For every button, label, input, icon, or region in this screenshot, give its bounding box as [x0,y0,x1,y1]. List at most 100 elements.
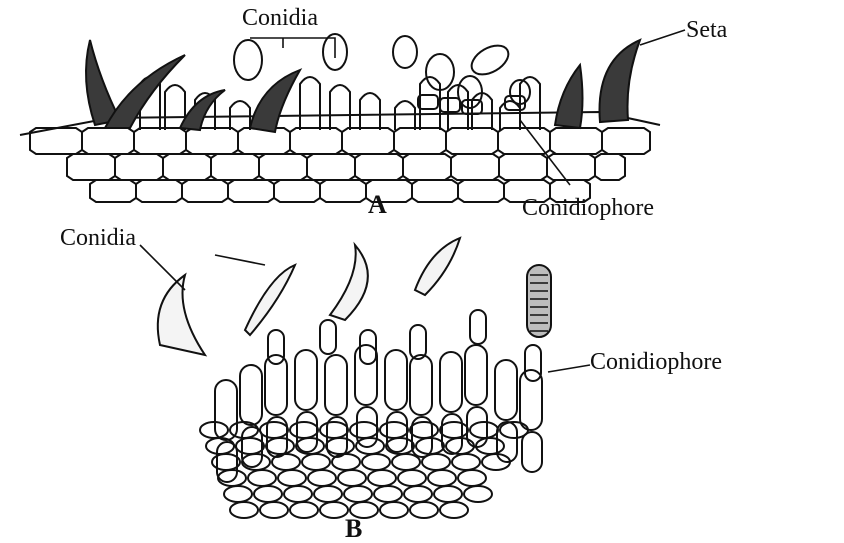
basal-cell [248,470,276,486]
basal-cell [464,486,492,502]
basal-cell [380,422,408,438]
basal-cell [254,486,282,502]
conidiophore-cell [295,350,317,410]
basal-cell [458,470,486,486]
host-cell [602,128,650,154]
figure-label-b: B [345,516,362,542]
conidiophore-cell [387,412,407,452]
label-conidiophore-a: Conidiophore [522,196,654,220]
basal-cell [290,502,318,518]
conidiophore-tip [410,325,426,359]
basal-cell [338,470,366,486]
host-cell [547,154,595,180]
host-cell [238,128,290,154]
label-seta: Seta [686,18,727,42]
basal-cell [284,486,312,502]
conidium [458,76,482,108]
figure-label-a: A [368,192,387,218]
conidiophore-cell [240,365,262,425]
host-cell [307,154,355,180]
basal-cell [308,470,336,486]
basal-cell [302,454,330,470]
basal-cell [230,502,258,518]
basal-cell [290,422,318,438]
host-cell [259,154,307,180]
host-cell [134,128,186,154]
crescent-conidium [415,238,460,295]
figure-a-acervulus [20,30,685,202]
basal-cell [320,422,348,438]
host-cell [595,154,625,180]
label-conidia-b: Conidia [60,226,136,250]
conidiophore-tip [470,310,486,344]
conidiophore-cell [442,414,462,454]
host-cell [136,180,182,202]
conidiophore-cell [215,380,237,440]
basal-cell [410,502,438,518]
basal-cell [242,454,270,470]
host-cell [290,128,342,154]
basal-cell [470,422,498,438]
host-cell [412,180,458,202]
basal-cell [218,470,246,486]
basal-cell [320,502,348,518]
host-cell [458,180,504,202]
conidium [393,36,417,68]
host-cell [499,154,547,180]
basal-cells-b [200,422,528,518]
basal-cell [428,470,456,486]
host-cell [355,154,403,180]
basal-cell [380,502,408,518]
conidiophore-cell [325,355,347,415]
basal-cell [344,486,372,502]
basal-cell [434,486,462,502]
conidiophore-cell [242,427,262,467]
conidiophore-cell [440,98,460,112]
host-cell [211,154,259,180]
basal-cell [278,470,306,486]
conidiophore-cell [440,352,462,412]
seta [600,40,641,122]
basal-cell [368,470,396,486]
basal-cell [440,422,468,438]
septate-conidium [527,265,551,337]
basal-cell [260,502,288,518]
host-cell [320,180,366,202]
conidiophore-tip [320,320,336,354]
conidiophore-cell [410,355,432,415]
host-cell [403,154,451,180]
basal-cell [452,454,480,470]
conidiophore-cell [355,345,377,405]
basal-cell [404,486,432,502]
host-cell [228,180,274,202]
basal-cell [314,486,342,502]
basal-cell [440,502,468,518]
basal-cell [224,486,252,502]
basal-cell [374,486,402,502]
host-cell [182,180,228,202]
leader-conidiophore-b [548,365,590,372]
basal-cell [266,438,294,454]
seta [555,65,583,128]
conidiophore [395,101,415,130]
conidiophore [500,101,520,130]
conidiophore-tip [525,345,541,381]
host-cell [186,128,238,154]
conidiophore-cell [297,412,317,452]
basal-cell [398,470,426,486]
conidiophore-tip [268,330,284,364]
host-cell [342,128,394,154]
basal-cell [236,438,264,454]
host-cell [394,128,446,154]
conidium [467,40,514,81]
basal-cell [446,438,474,454]
figure-b-sporodochium [140,238,590,518]
label-conidia-a: Conidia [242,6,318,30]
conidiophore-cell [465,345,487,405]
conidiophore-cell [522,432,542,472]
basal-cell [392,454,420,470]
label-conidiophore-b: Conidiophore [590,350,722,374]
conidiophore-cell [385,350,407,410]
